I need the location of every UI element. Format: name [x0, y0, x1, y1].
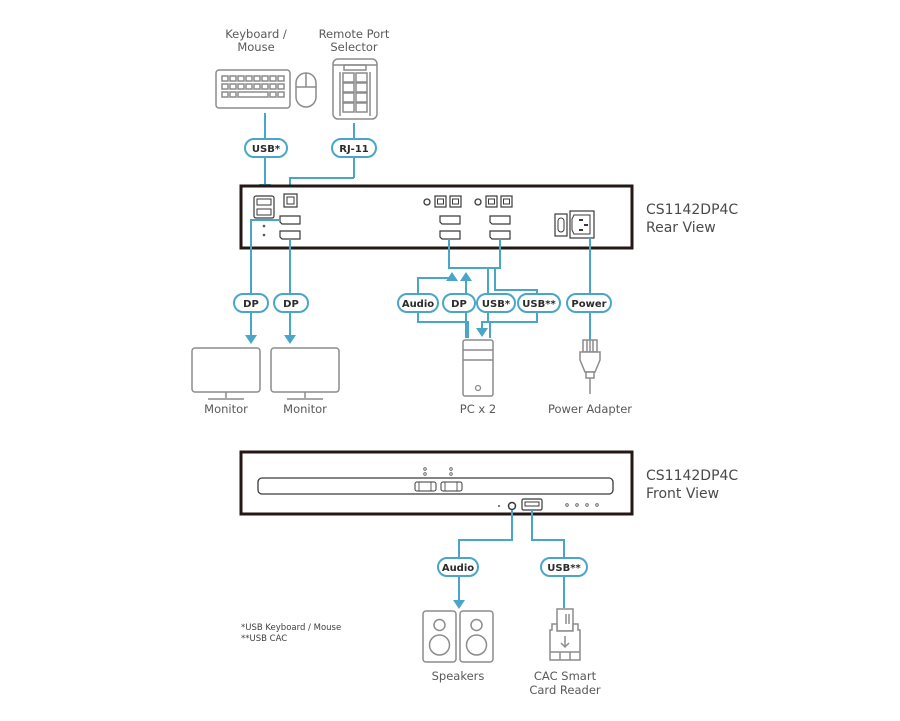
monitor-1-dp-pill: DP	[233, 293, 269, 313]
pc1-usb-b-ports	[434, 195, 462, 208]
front-status-leds	[565, 503, 599, 507]
front-model-label: CS1142DP4C	[646, 468, 738, 484]
pc-tower-icon	[462, 339, 494, 397]
power-pill: Power	[566, 293, 612, 313]
footnote-1: *USB Keyboard / Mouse	[241, 623, 341, 633]
pc1-audio-port	[423, 198, 431, 206]
footnotes: *USB Keyboard / Mouse **USB CAC	[241, 623, 341, 644]
power-adapter-label: Power Adapter	[548, 402, 632, 416]
pc-device: PC x 2	[460, 339, 496, 416]
pc2-dp-port-1	[489, 215, 511, 225]
power-switch-icon	[554, 213, 568, 237]
rear-model-label: CS1142DP4C	[646, 202, 738, 218]
pc-usb-pill: USB*	[476, 293, 516, 313]
speaker-audio-cable	[458, 510, 513, 603]
svg-text:Audio: Audio	[402, 299, 434, 310]
power-inlet-icon	[569, 210, 595, 239]
pc-usb-arrow-icon	[476, 328, 488, 337]
monitor-2-label: Monitor	[283, 402, 327, 416]
front-panel	[239, 450, 634, 516]
cac-reader-device: CAC Smart Card Reader	[529, 608, 601, 697]
speaker-arrow-icon	[453, 600, 465, 609]
pc-dp-pill: DP	[442, 293, 476, 313]
pc-cable-bundle	[417, 239, 538, 338]
front-view-label: Front View	[646, 486, 719, 502]
port-selector-icon	[332, 58, 378, 120]
front-leds-1	[423, 467, 453, 476]
pc2-audio-port	[474, 198, 482, 206]
pc2-usb-b-ports	[485, 195, 513, 208]
selector-label-line2: Selector	[330, 40, 378, 54]
front-audio-port	[507, 501, 517, 511]
pc-dp-arrow-icon	[460, 272, 472, 281]
keyboard-icon	[215, 69, 291, 109]
console-dp-port-2	[279, 230, 301, 240]
pc-usb-cac-pill: USB**	[517, 293, 561, 313]
rear-view-label: Rear View	[646, 220, 716, 236]
cac-label-line2: Card Reader	[529, 683, 601, 697]
monitor-icon	[270, 347, 340, 400]
monitor-1-label: Monitor	[204, 402, 248, 416]
front-usb-port	[521, 498, 543, 511]
cac-label-line1: CAC Smart	[534, 669, 597, 683]
speakers-device: Speakers	[422, 610, 494, 683]
front-usb-cac-pill: USB**	[540, 557, 588, 577]
pc-audio-arrow-icon	[446, 272, 458, 281]
pc1-dp-port-1	[439, 215, 461, 225]
monitor-2-arrow-icon	[284, 335, 296, 344]
svg-text:Power: Power	[571, 299, 606, 310]
power-adapter-device: Power Adapter	[548, 339, 632, 416]
svg-text:USB*: USB*	[482, 299, 511, 310]
svg-text:USB**: USB**	[547, 563, 581, 574]
pc-audio-pill: Audio	[397, 293, 439, 313]
pc1-dp-port-2	[439, 230, 461, 240]
front-port-selection-buttons	[414, 481, 463, 492]
power-plug-icon	[579, 339, 601, 394]
svg-text:RJ-11: RJ-11	[339, 144, 369, 155]
card-reader-icon	[549, 608, 581, 661]
keyboard-mouse-label-line2: Mouse	[237, 40, 274, 54]
rear-panel	[239, 184, 634, 250]
footnote-2: **USB CAC	[241, 634, 287, 644]
svg-text:DP: DP	[451, 299, 467, 310]
selector-rj11-pill: RJ-11	[331, 138, 377, 158]
keyboard-usb-pill: USB*	[244, 138, 288, 158]
pc2-dp-port-2	[489, 230, 511, 240]
rear-led-1	[262, 224, 266, 228]
svg-text:DP: DP	[283, 299, 299, 310]
console-dp-port-1	[279, 215, 301, 225]
rear-led-2	[262, 233, 266, 237]
svg-text:USB**: USB**	[522, 299, 556, 310]
rear-rj11-port	[283, 193, 298, 208]
svg-text:Audio: Audio	[442, 563, 474, 574]
remote-port-selector-device: Remote Port Selector	[319, 27, 390, 120]
keyboard-mouse-device: Keyboard / Mouse	[215, 27, 317, 109]
speakers-icon	[422, 610, 494, 663]
monitor-icon	[191, 347, 261, 400]
rear-usb-ports	[253, 195, 275, 219]
monitor-1-arrow-icon	[245, 335, 257, 344]
front-led	[498, 505, 500, 507]
front-view-title: CS1142DP4C Front View	[646, 468, 738, 502]
monitor-2-dp-pill: DP	[273, 293, 309, 313]
rear-view-title: CS1142DP4C Rear View	[646, 202, 738, 236]
svg-text:DP: DP	[243, 299, 259, 310]
svg-text:USB*: USB*	[252, 144, 281, 155]
front-audio-pill: Audio	[437, 557, 479, 577]
monitor-1-device: Monitor	[191, 347, 261, 416]
monitor-2-device: Monitor	[270, 347, 340, 416]
pc-label: PC x 2	[460, 402, 496, 416]
keyboard-mouse-label-line1: Keyboard /	[225, 27, 287, 41]
speakers-label: Speakers	[432, 669, 485, 683]
mouse-icon	[295, 72, 317, 108]
selector-label-line1: Remote Port	[319, 27, 390, 41]
